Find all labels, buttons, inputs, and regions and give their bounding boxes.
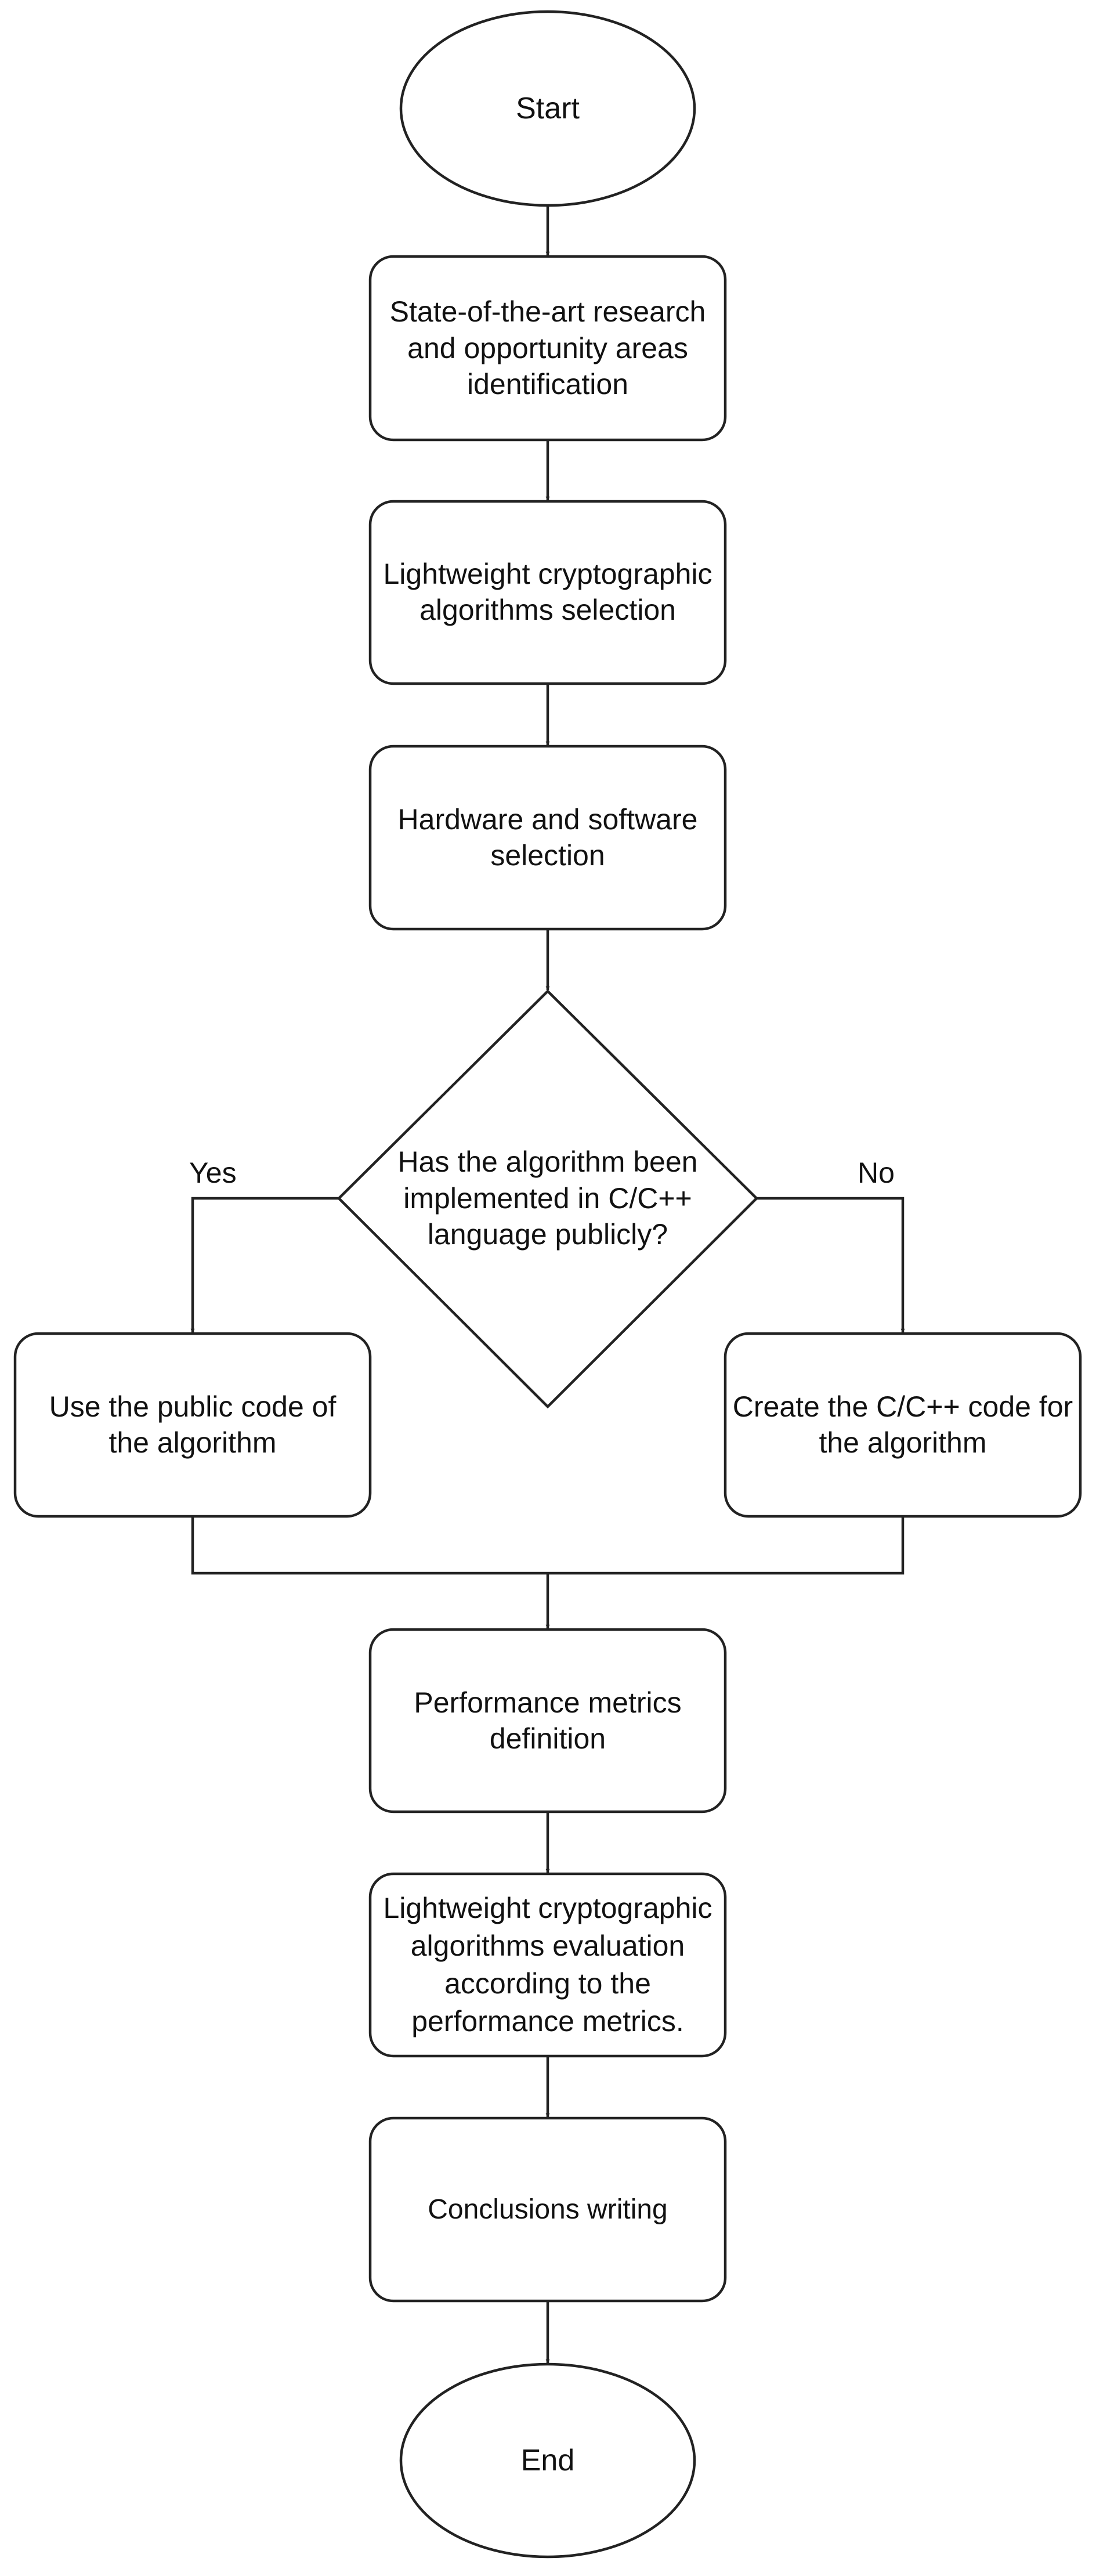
start-label: Start xyxy=(516,91,580,125)
public-code-process-box xyxy=(13,1332,372,1518)
edge-create-code-to-merge xyxy=(548,1516,905,1575)
end-label: End xyxy=(520,2443,575,2477)
no-edge-label: No xyxy=(858,1157,895,1189)
evaluation-process-box xyxy=(368,1872,727,2058)
hw-sw-selection-process-box xyxy=(368,745,727,931)
algorithm-selection-label: Lightweight cryptographic algorithms sel… xyxy=(383,557,712,627)
edges xyxy=(190,205,905,2364)
start-terminal xyxy=(399,10,696,207)
conclusions-process-box xyxy=(368,2116,727,2303)
create-code-label: Create the C/C++ code for the algorithm xyxy=(732,1390,1073,1459)
end-terminal xyxy=(399,2362,696,2559)
evaluation-label: Lightweight cryptographic algorithms eva… xyxy=(383,1892,712,2037)
conclusions-label: Conclusions writing xyxy=(428,2194,668,2225)
algorithm-selection-process-box xyxy=(368,500,727,685)
hw-sw-selection-label: Hardware and software selection xyxy=(397,803,698,872)
create-code-process-box xyxy=(724,1332,1082,1518)
edge-decision-no-to-create-code xyxy=(757,1197,905,1333)
metrics-definition-process-box xyxy=(368,1628,727,1813)
edge-public-code-to-merge xyxy=(191,1516,548,1575)
decision-diamond xyxy=(337,989,759,1409)
metrics-definition-label: Performance metrics definition xyxy=(414,1686,682,1755)
yes-edge-label: Yes xyxy=(189,1157,237,1189)
research-label: State-of-the-art research and opportunit… xyxy=(389,295,706,401)
decision-label: Has the algorithm been implemented in C/… xyxy=(397,1146,698,1251)
research-process-box xyxy=(368,255,727,442)
public-code-label: Use the public code of the algorithm xyxy=(49,1390,337,1459)
edge-decision-yes-to-public-code xyxy=(190,1197,339,1333)
nodes xyxy=(13,10,1082,2559)
